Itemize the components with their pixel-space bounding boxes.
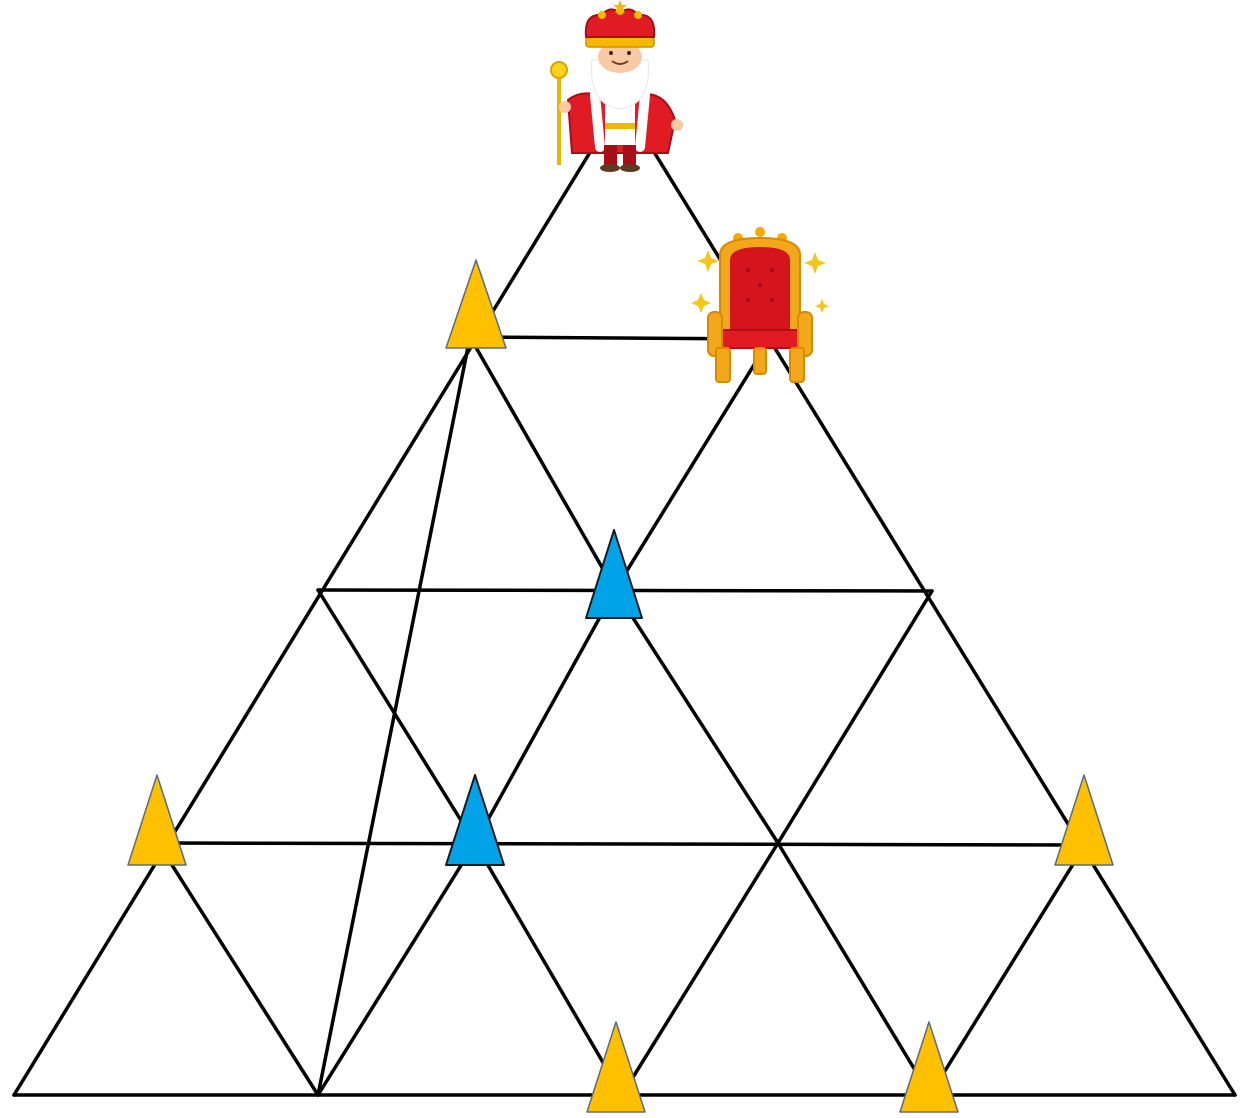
grid-edge bbox=[615, 339, 770, 590]
grid-edge bbox=[14, 100, 622, 1095]
grid-edge bbox=[930, 845, 1085, 1095]
grid-edge bbox=[778, 591, 932, 843]
grid-edge bbox=[778, 843, 930, 1095]
yellow-marker[interactable] bbox=[128, 775, 186, 865]
yellow-marker[interactable] bbox=[587, 1022, 645, 1112]
grid-edge bbox=[622, 843, 778, 1095]
grid-edge bbox=[470, 337, 615, 590]
grid-edge bbox=[158, 843, 1085, 845]
king-icon[interactable] bbox=[551, 0, 683, 172]
grid-edge bbox=[318, 337, 470, 1095]
throne-icon[interactable] bbox=[691, 227, 829, 382]
markers-layer bbox=[128, 260, 1113, 1112]
grid-edge bbox=[615, 590, 778, 843]
grid-edge bbox=[158, 843, 318, 1095]
grid-edge bbox=[475, 590, 615, 843]
grid-edge bbox=[475, 843, 622, 1095]
blue-marker[interactable] bbox=[586, 530, 642, 618]
blue-marker[interactable] bbox=[446, 775, 504, 865]
grid-edge bbox=[318, 590, 475, 843]
